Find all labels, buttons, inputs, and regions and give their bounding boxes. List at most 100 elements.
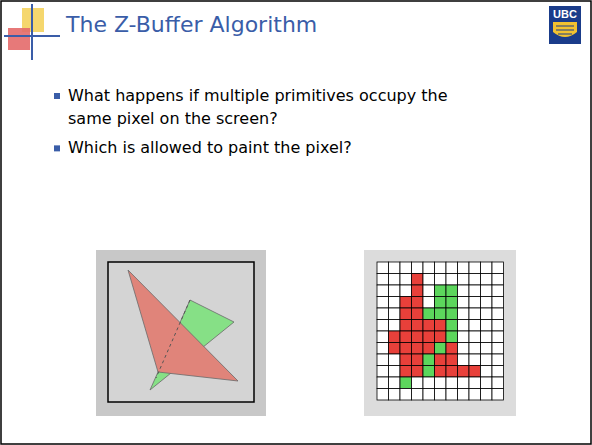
pixel-cell (400, 320, 412, 332)
pixel-cell (389, 285, 401, 297)
pixel-cell (435, 366, 447, 378)
pixel-cell (458, 320, 470, 332)
pixel-cell (435, 389, 447, 401)
title-decoration (4, 4, 60, 60)
pixel-cell (492, 377, 504, 389)
pixel-cell (469, 297, 481, 309)
pixel-cell (412, 331, 424, 343)
pixel-cell (469, 262, 481, 274)
pixel-cell (458, 331, 470, 343)
pixel-cell (423, 377, 435, 389)
pixel-cell (481, 308, 493, 320)
pixel-cell (469, 274, 481, 286)
pixel-cell (492, 262, 504, 274)
pixel-cell (400, 366, 412, 378)
pixel-cell (435, 297, 447, 309)
pixel-cell (400, 308, 412, 320)
triangles-illustration (96, 250, 266, 416)
pixel-cell (446, 320, 458, 332)
pixel-cell (492, 343, 504, 355)
pixel-cell (377, 366, 389, 378)
pixel-cell (469, 377, 481, 389)
pixel-cell (446, 366, 458, 378)
pixel-cell (481, 331, 493, 343)
pixel-cell (492, 320, 504, 332)
pixel-cell (492, 285, 504, 297)
pixel-cell (377, 274, 389, 286)
pixel-cell (446, 285, 458, 297)
bullet-text: What happens if multiple primitives occu… (68, 84, 488, 130)
pixel-cell (458, 343, 470, 355)
ubc-logo (549, 6, 581, 44)
pixel-cell (377, 285, 389, 297)
pixel-cell (446, 297, 458, 309)
pixel-cell (389, 366, 401, 378)
pixel-cell (377, 320, 389, 332)
pixel-cell (435, 320, 447, 332)
pixel-cell (435, 354, 447, 366)
pixel-cell (389, 320, 401, 332)
pixel-cell (458, 262, 470, 274)
pixel-cell (435, 308, 447, 320)
pixel-cell (435, 285, 447, 297)
pixel-cell (481, 285, 493, 297)
pixel-cell (435, 331, 447, 343)
pixel-cell (389, 297, 401, 309)
pixel-cell (400, 354, 412, 366)
pixel-cell (492, 389, 504, 401)
pixel-cell (389, 308, 401, 320)
pixel-cell (412, 297, 424, 309)
pixel-cell (492, 274, 504, 286)
pixel-cell (389, 389, 401, 401)
pixel-cell (423, 285, 435, 297)
pixel-cell (492, 331, 504, 343)
pixel-cell (389, 274, 401, 286)
pixel-cell (423, 262, 435, 274)
pixel-cell (377, 343, 389, 355)
pixel-cell (412, 262, 424, 274)
pixel-cell (412, 354, 424, 366)
pixel-cell (389, 343, 401, 355)
pixel-cell (435, 377, 447, 389)
pixel-cell (446, 377, 458, 389)
pixel-cell (446, 343, 458, 355)
pixel-cell (481, 343, 493, 355)
pixel-cell (446, 331, 458, 343)
pixel-cell (412, 343, 424, 355)
pixel-cell (435, 274, 447, 286)
pixel-cell (469, 354, 481, 366)
pixel-cell (412, 377, 424, 389)
pixel-cell (458, 354, 470, 366)
pixel-cell (481, 297, 493, 309)
pixel-cell (377, 389, 389, 401)
bullet-markers (54, 93, 60, 151)
pixel-cell (400, 297, 412, 309)
pixel-cell (446, 389, 458, 401)
pixel-cell (435, 262, 447, 274)
pixel-cell (481, 320, 493, 332)
pixel-cell (377, 308, 389, 320)
pixel-cell (377, 354, 389, 366)
pixel-cell (469, 366, 481, 378)
pixel-cell (400, 377, 412, 389)
pixel-cell (446, 262, 458, 274)
pixel-cell (481, 354, 493, 366)
pixel-cell (469, 389, 481, 401)
pixel-cell (446, 354, 458, 366)
pixel-cell (400, 389, 412, 401)
pixel-cell (481, 377, 493, 389)
pixel-cell (423, 366, 435, 378)
pixel-cell (412, 308, 424, 320)
pixel-cell (400, 285, 412, 297)
pixel-cell (481, 262, 493, 274)
pixel-cell (400, 262, 412, 274)
pixel-cell (377, 377, 389, 389)
pixel-cell (389, 354, 401, 366)
pixel-cell (412, 274, 424, 286)
pixel-cell (481, 274, 493, 286)
pixel-cell (446, 308, 458, 320)
pixel-cell (458, 285, 470, 297)
pixel-cell (435, 343, 447, 355)
